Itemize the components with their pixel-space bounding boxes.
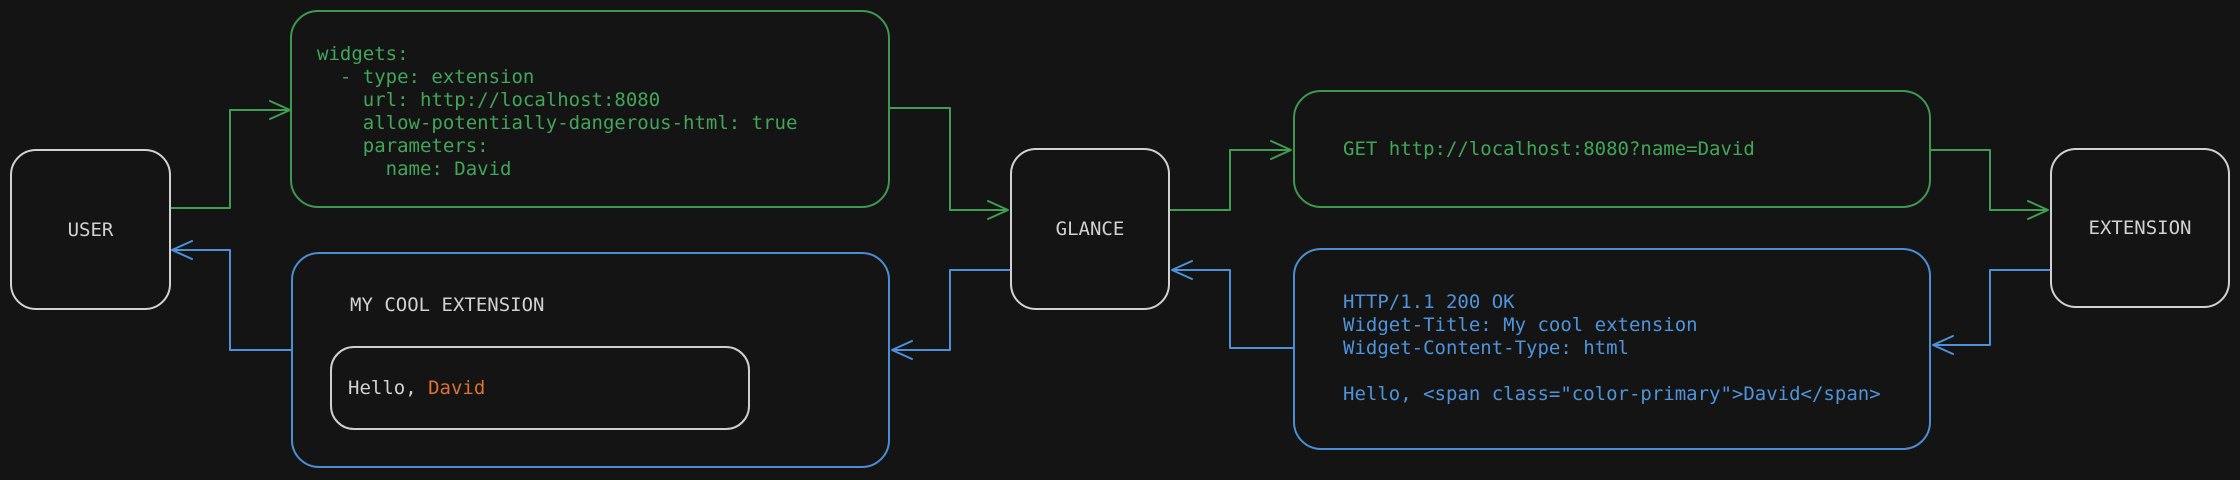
code-line: allow-potentially-dangerous-html: true bbox=[317, 112, 798, 134]
code-line: Widget-Title: My cool extension bbox=[1343, 314, 1698, 336]
code-line bbox=[1343, 360, 1929, 383]
connector-glance-to-request bbox=[1169, 149, 1290, 211]
connector-user-to-config bbox=[170, 109, 289, 209]
code-line: Hello, <span class="color-primary">David… bbox=[1343, 383, 1881, 405]
code-line: widgets: bbox=[317, 43, 409, 65]
arrowhead-right-icon bbox=[1270, 140, 1292, 160]
config-yaml-box: widgets: - type: extension url: http://l… bbox=[290, 10, 890, 208]
node-extension: EXTENSION bbox=[2050, 148, 2230, 308]
connector-widget-to-user bbox=[173, 249, 292, 351]
node-glance-label: GLANCE bbox=[1055, 218, 1125, 240]
connector-extension-to-response bbox=[1934, 269, 2051, 346]
widget-preview-box: MY COOL EXTENSION Hello, David bbox=[291, 252, 890, 468]
greeting-text: Hello, David bbox=[348, 377, 485, 400]
request-line: GET http://localhost:8080?name=David bbox=[1343, 137, 1755, 160]
http-response-box: HTTP/1.1 200 OK Widget-Title: My cool ex… bbox=[1293, 248, 1931, 450]
code-line: HTTP/1.1 200 OK bbox=[1343, 291, 1515, 313]
code-line: name: David bbox=[317, 158, 512, 180]
http-request-box: GET http://localhost:8080?name=David bbox=[1293, 90, 1931, 208]
widget-content-box: Hello, David bbox=[330, 346, 750, 430]
connector-config-to-glance bbox=[889, 107, 1007, 211]
arrowhead-left-icon bbox=[1932, 335, 1954, 355]
node-glance: GLANCE bbox=[1010, 148, 1170, 310]
code-line: - type: extension bbox=[317, 66, 535, 88]
connector-glance-to-widget bbox=[893, 269, 1011, 351]
node-user-label: USER bbox=[67, 218, 114, 241]
connector-response-to-glance bbox=[1173, 269, 1294, 349]
code-line: parameters: bbox=[317, 135, 489, 157]
arrowhead-left-icon bbox=[171, 240, 193, 260]
node-extension-label: EXTENSION bbox=[2088, 217, 2192, 239]
arrowhead-right-icon bbox=[269, 100, 291, 120]
widget-title: MY COOL EXTENSION bbox=[350, 294, 545, 316]
connector-request-to-extension bbox=[1930, 149, 2047, 211]
arrowhead-left-icon bbox=[891, 340, 913, 360]
node-user: USER bbox=[10, 149, 171, 310]
arrowhead-right-icon bbox=[2027, 200, 2049, 220]
arrowhead-right-icon bbox=[987, 200, 1009, 220]
greeting-prefix: Hello, bbox=[348, 376, 429, 399]
arrowhead-left-icon bbox=[1171, 260, 1193, 280]
greeting-name: David bbox=[428, 376, 486, 399]
code-line: Widget-Content-Type: html bbox=[1343, 337, 1629, 359]
code-line: url: http://localhost:8080 bbox=[317, 89, 661, 111]
